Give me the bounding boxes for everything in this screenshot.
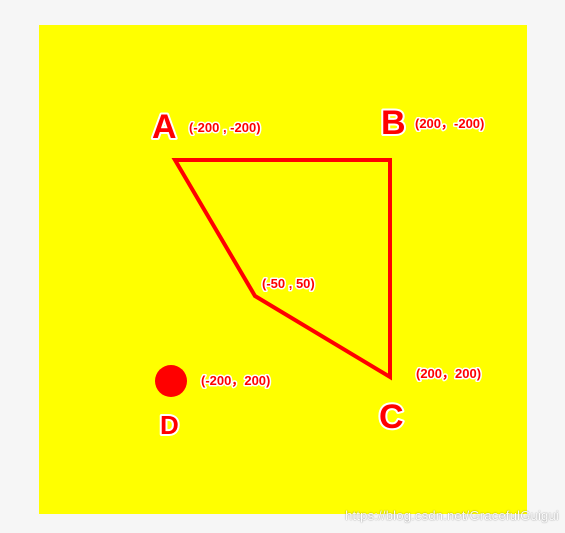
point-a-label: A	[152, 108, 177, 146]
quadrilateral-outline	[171, 158, 392, 381]
point-a-coordinate: (-200 , -200)	[189, 120, 261, 135]
point-d-dot	[155, 365, 187, 397]
point-c-coordinate: (200，200)	[416, 366, 481, 381]
quadrilateral-shape	[171, 158, 392, 381]
watermark-text: https://blog.csdn.net/GracefulGuigui	[345, 508, 559, 523]
point-d-coordinate: (-200，200)	[201, 373, 270, 388]
yellow-canvas	[39, 25, 527, 514]
point-b-coordinate: (200，-200)	[415, 116, 484, 131]
point-b-label: B	[381, 104, 406, 142]
point-d-label: D	[160, 410, 179, 440]
point-c-label: C	[379, 398, 404, 436]
mid-point-coordinate: (-50 , 50)	[262, 276, 315, 291]
